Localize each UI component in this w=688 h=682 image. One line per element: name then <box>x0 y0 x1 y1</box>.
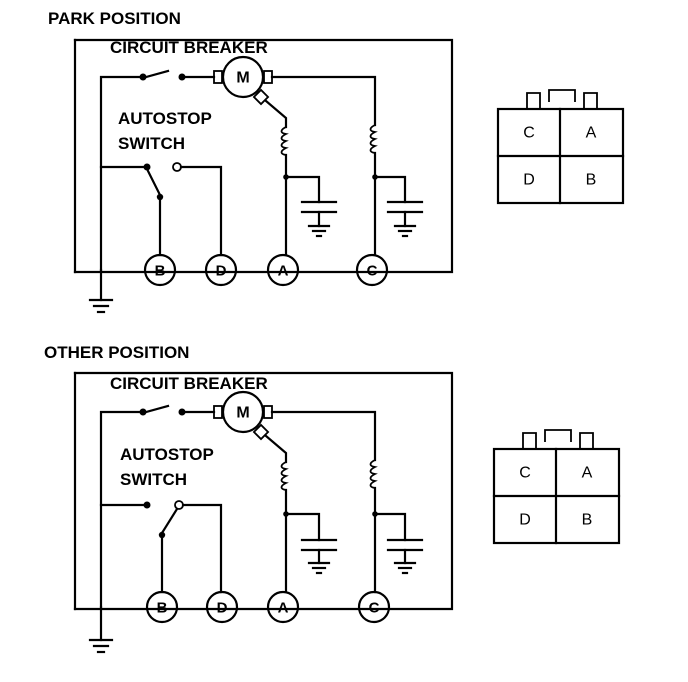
panel-title: OTHER POSITION <box>44 343 189 362</box>
panel-other-position: OTHER POSITION CIRCUIT BREAKER AUTOSTOP … <box>44 343 621 654</box>
connector-pin-tab <box>583 92 598 109</box>
switch-to-d-wire <box>181 503 223 594</box>
panel-title: PARK POSITION <box>48 9 181 28</box>
circuit-breaker-label: CIRCUIT BREAKER <box>110 374 268 393</box>
terminal-d: D <box>204 253 238 287</box>
terminal-d: D <box>205 590 239 624</box>
connector-pin-label: C <box>519 465 531 482</box>
terminal-a: A <box>266 590 300 624</box>
housing-frame <box>73 38 454 274</box>
motor-label: M <box>236 405 249 422</box>
motor-brush-right <box>263 405 273 419</box>
connector-pin-label: B <box>586 172 597 189</box>
connector-pin-tab <box>522 432 537 449</box>
breaker-wire-left <box>99 75 142 272</box>
connector-lock-tab <box>544 429 572 442</box>
motor-to-c-wire <box>270 410 377 462</box>
terminal-label: C <box>367 263 378 280</box>
switch-to-d-wire <box>179 165 223 257</box>
breaker-contact <box>139 408 147 416</box>
connector-pin-label: C <box>523 125 535 142</box>
terminal-label: D <box>217 600 228 617</box>
connector-face: C A D B <box>492 429 621 545</box>
motor-brush-bottom <box>252 423 270 441</box>
connector-pin-label: A <box>586 125 597 142</box>
terminal-label: B <box>157 600 168 617</box>
connector-pin-tab <box>526 92 541 109</box>
motor-to-c-wire <box>270 75 377 127</box>
motor-symbol <box>221 390 265 434</box>
motor-brush-left <box>213 70 223 84</box>
terminal-label: A <box>278 263 289 280</box>
capacitor-a-lead <box>284 175 321 204</box>
motor-brush-bottom <box>252 88 270 106</box>
capacitor-c-lead <box>373 175 407 204</box>
autostop-label-line1: AUTOSTOP <box>120 445 214 464</box>
motor-symbol <box>221 55 265 99</box>
breaker-blade <box>144 404 170 414</box>
breaker-wire-left <box>99 410 142 609</box>
inductor-c <box>369 459 378 489</box>
terminal-b: B <box>143 253 177 287</box>
connector-pin-label: B <box>582 512 593 529</box>
autostop-label-line2: SWITCH <box>118 134 185 153</box>
inductor-c <box>369 124 378 154</box>
ground-icon <box>307 224 331 238</box>
motor-to-a-wire <box>264 434 288 464</box>
inductor-a <box>280 461 289 491</box>
autostop-label-line2: SWITCH <box>120 470 187 489</box>
ground-icon <box>393 224 417 238</box>
circuit-breaker-label: CIRCUIT BREAKER <box>110 38 268 57</box>
ground-icon <box>307 561 331 575</box>
motor-brush-right <box>263 70 273 84</box>
motor-label: M <box>236 70 249 87</box>
switch-contact-left <box>143 163 151 171</box>
terminal-label: A <box>278 600 289 617</box>
terminal-b: B <box>145 590 179 624</box>
inductor-a <box>280 126 289 156</box>
switch-blade <box>160 507 179 535</box>
terminal-a: A <box>266 253 300 287</box>
connector-pin-tab <box>579 432 594 449</box>
terminal-label: C <box>369 600 380 617</box>
switch-contact-right <box>174 500 184 510</box>
ground-icon <box>393 561 417 575</box>
panel-park-position: PARK POSITION CIRCUIT BREAKER AUTOSTOP S… <box>48 9 625 314</box>
capacitor-a-lead <box>284 512 321 542</box>
connector-pin-label: A <box>582 465 593 482</box>
connector-lock-tab <box>548 89 576 102</box>
breaker-blade <box>144 69 170 79</box>
terminal-label: B <box>155 263 166 280</box>
switch-contact-left <box>143 501 151 509</box>
motor-to-a-wire <box>264 99 288 129</box>
terminal-c: C <box>355 253 389 287</box>
housing-frame <box>73 371 454 611</box>
terminal-c: C <box>357 590 391 624</box>
capacitor-c-lead <box>373 512 407 542</box>
terminal-label: D <box>216 263 227 280</box>
switch-blade <box>146 169 162 197</box>
connector-pin-label: D <box>523 172 535 189</box>
ground-icon <box>88 638 114 654</box>
motor-brush-left <box>213 405 223 419</box>
connector-face: C A D B <box>496 89 625 205</box>
autostop-label-line1: AUTOSTOP <box>118 109 212 128</box>
ground-icon <box>88 298 114 314</box>
switch-contact-right <box>172 162 182 172</box>
breaker-contact <box>139 73 147 81</box>
connector-pin-label: D <box>519 512 531 529</box>
